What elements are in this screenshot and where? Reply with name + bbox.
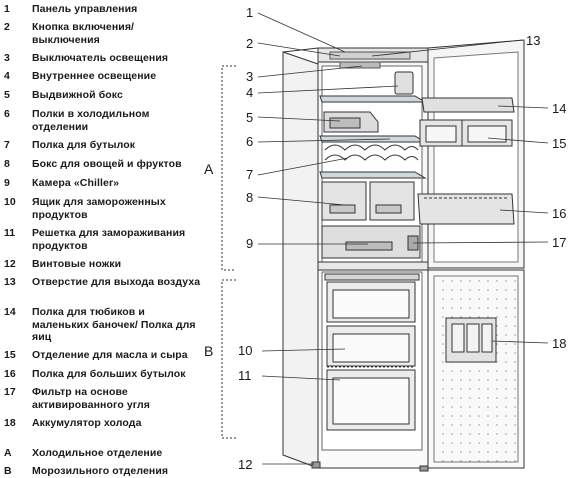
legend-item: 4 Внутреннее освещение	[4, 70, 202, 83]
legend-item-number: B	[4, 465, 12, 477]
legend-item: 15 Отделение для масла и сыра	[4, 349, 202, 362]
callout-3: 3	[246, 69, 253, 84]
legend-item-number: 15	[4, 349, 16, 361]
legend-item-number: 11	[4, 227, 16, 239]
legend-item-number: 4	[4, 70, 10, 82]
callout-4: 4	[246, 85, 253, 100]
legend-item-number: 6	[4, 108, 10, 120]
fridge-body	[282, 47, 429, 472]
legend-item-label: Аккумулятор холода	[32, 417, 142, 429]
legend-item-label: Кнопка включения/ выключения	[32, 21, 135, 46]
legend-item-number: 5	[4, 89, 10, 101]
legend-item-label: Винтовые ножки	[32, 258, 122, 270]
legend-item-label: Панель управления	[32, 3, 138, 15]
legend-item-number: 7	[4, 139, 10, 151]
legend-list: 1 Панель управления 2 Кнопка включения/ вык…	[0, 0, 205, 478]
legend-item-number: 8	[4, 158, 10, 170]
legend-item: 13 Отверстие для выхода воздуха	[4, 276, 202, 289]
callout-18: 18	[552, 336, 566, 351]
legend-item: B Морозильного отделения	[4, 465, 202, 478]
legend-item: 7 Полка для бутылок	[4, 139, 202, 152]
legend-item-number: 9	[4, 177, 10, 189]
callout-2: 2	[246, 36, 253, 51]
callout-6: 6	[246, 134, 253, 149]
fridge-door	[417, 39, 525, 269]
legend-item-number: 18	[4, 417, 16, 429]
legend-item-number: 10	[4, 196, 16, 208]
legend-item-number: 12	[4, 258, 16, 270]
legend-item-label: Полка для тюбиков и маленьких баночек/ П…	[32, 306, 196, 343]
legend-item-number: A	[4, 447, 12, 459]
legend-item-label: Полка для больших бутылок	[32, 368, 186, 380]
legend-item-number: 13	[4, 276, 16, 288]
legend-item-number: 2	[4, 21, 10, 33]
callout-17: 17	[552, 235, 566, 250]
callout-13: 13	[526, 33, 540, 48]
legend-item-label: Фильтр на основе активированного угля	[32, 386, 150, 411]
section-label-b: B	[204, 343, 213, 359]
legend-item-label: Ящик для замороженных продуктов	[32, 196, 166, 221]
freezer-door	[427, 269, 525, 469]
legend-item-label: Полки в холодильном отделении	[32, 108, 150, 133]
callout-16: 16	[552, 206, 566, 221]
legend-item-label: Камера «Chiller»	[32, 177, 120, 189]
legend-item: 3 Выключатель освещения	[4, 52, 202, 65]
legend-item: 12 Винтовые ножки	[4, 258, 202, 271]
legend-item-number: 14	[4, 306, 16, 318]
legend-item-label: Полка для бутылок	[32, 139, 136, 151]
legend-item-number: 16	[4, 368, 16, 380]
legend-item-label: Отделение для масла и сыра	[32, 349, 188, 361]
legend-item-label: Решетка для замораживания продуктов	[32, 227, 186, 252]
callout-15: 15	[552, 136, 566, 151]
legend-item-label: Выдвижной бокс	[32, 89, 123, 101]
callout-1: 1	[246, 5, 253, 20]
legend-item: 5 Выдвижной бокс	[4, 89, 202, 102]
legend-item: 17 Фильтр на основе активированного угля	[4, 386, 202, 411]
legend-item: 1 Панель управления	[4, 3, 202, 16]
legend-item: 9 Камера «Chiller»	[4, 177, 202, 190]
callout-numbers: 1 2 3 4 5 6 7 8 9 10 11 12 13 14 15 16 1…	[238, 5, 566, 472]
legend-item-label: Внутреннее освещение	[32, 70, 157, 82]
legend-item: 16 Полка для больших бутылок	[4, 368, 202, 381]
section-brackets	[221, 65, 236, 439]
callout-11: 11	[238, 368, 252, 383]
callout-8: 8	[246, 190, 253, 205]
legend-item: 2 Кнопка включения/ выключения	[4, 21, 202, 46]
legend-item: 8 Бокс для овощей и фруктов	[4, 158, 202, 171]
leader-lines	[257, 12, 549, 465]
legend-item-label: Бокс для овощей и фруктов	[32, 158, 182, 170]
callout-12: 12	[238, 457, 252, 472]
callout-9: 9	[246, 236, 253, 251]
legend-item: 18 Аккумулятор холода	[4, 417, 202, 430]
callout-5: 5	[246, 110, 253, 125]
callout-10: 10	[238, 343, 252, 358]
legend-item: 11 Решетка для замораживания продуктов	[4, 227, 202, 252]
legend-item: A Холодильное отделение	[4, 447, 202, 460]
legend-item-number: 3	[4, 52, 10, 64]
legend-item: 10 Ящик для замороженных продуктов	[4, 196, 202, 221]
legend-item-label: Отверстие для выхода воздуха	[32, 276, 201, 288]
legend-item-label: Выключатель освещения	[32, 52, 169, 64]
callout-7: 7	[246, 167, 253, 182]
legend-item: 6 Полки в холодильном отделении	[4, 108, 202, 133]
legend-item-label: Морозильного отделения	[32, 465, 169, 477]
legend-item-number: 1	[4, 3, 10, 15]
section-label-a: A	[204, 161, 214, 177]
legend-item-label: Холодильное отделение	[32, 447, 163, 459]
legend-item-number: 17	[4, 386, 16, 398]
legend-item: 14 Полка для тюбиков и маленьких баночек/…	[4, 306, 202, 344]
callout-14: 14	[552, 101, 566, 116]
